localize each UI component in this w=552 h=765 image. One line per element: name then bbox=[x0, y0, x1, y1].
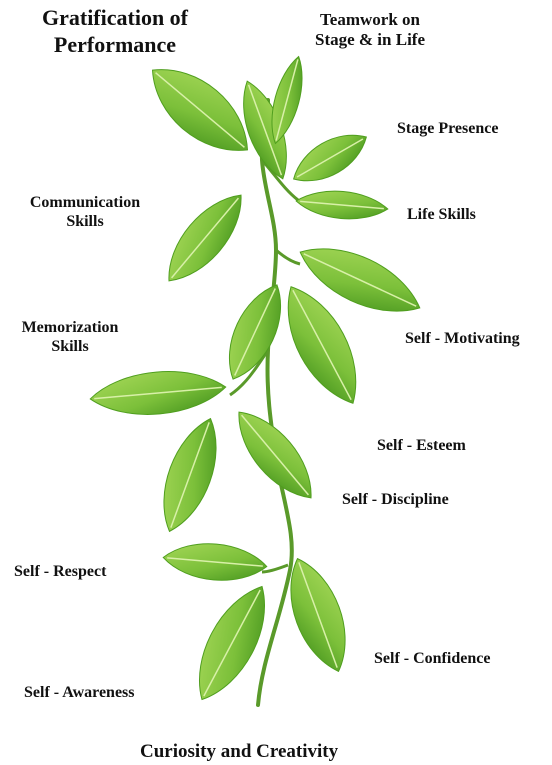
label-self-discipline: Self - Discipline bbox=[342, 490, 449, 509]
diagram-title: Gratification of Performance bbox=[20, 5, 210, 59]
label-stage-presence: Stage Presence bbox=[397, 119, 498, 138]
title-line-1: Gratification of bbox=[20, 5, 210, 32]
label-self-respect: Self - Respect bbox=[14, 562, 106, 581]
label-memorization-skills: Memorization Skills bbox=[5, 318, 135, 356]
leaf-communication bbox=[154, 183, 256, 294]
label-foundation: Curiosity and Creativity bbox=[140, 741, 338, 764]
label-self-confidence: Self - Confidence bbox=[374, 649, 490, 668]
label-life-skills: Life Skills bbox=[407, 205, 476, 224]
title-line-2: Performance bbox=[20, 32, 210, 59]
leaf-mid-left bbox=[150, 411, 231, 538]
label-self-esteem: Self - Esteem bbox=[377, 436, 466, 455]
label-self-awareness: Self - Awareness bbox=[24, 683, 135, 702]
label-self-motivating: Self - Motivating bbox=[405, 329, 520, 348]
leaf-life-skills bbox=[295, 188, 389, 223]
leaf-stage-presence bbox=[285, 123, 374, 194]
leaf-self-awareness bbox=[182, 576, 282, 710]
leaf-self-respect bbox=[162, 540, 269, 585]
label-communication-skills: Communication Skills bbox=[10, 193, 160, 231]
leaf-memorization-left bbox=[88, 366, 227, 420]
leaf-self-discipline bbox=[224, 400, 326, 511]
label-teamwork: Teamwork on Stage & in Life bbox=[295, 10, 445, 51]
stem-branch bbox=[276, 250, 300, 264]
